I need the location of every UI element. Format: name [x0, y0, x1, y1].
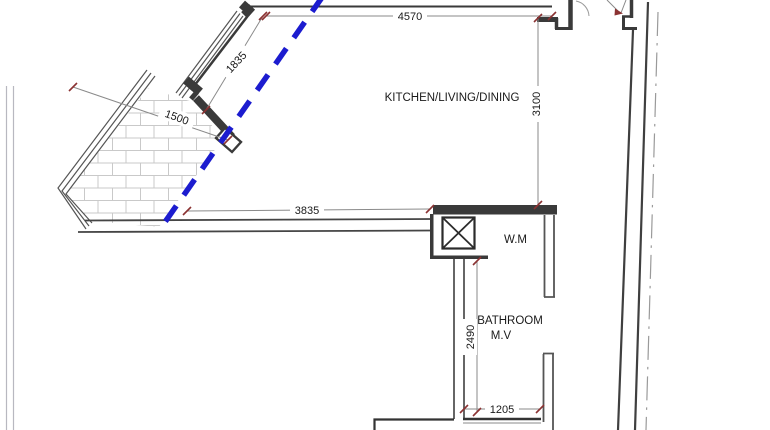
dim-3100-label: 3100	[531, 92, 543, 116]
dim-3835-label: 3835	[295, 205, 319, 217]
wm-label: W.M	[504, 234, 527, 246]
duct-shaft-symbol	[441, 216, 476, 250]
right-wall-centerline	[645, 11, 659, 430]
balcony-brick-hatch	[66, 88, 222, 227]
sheet-margin-lines	[5, 86, 15, 430]
kitchen-bottom-wall	[77, 218, 434, 233]
kitchen-label: KITCHEN/LIVING/DINING	[385, 92, 520, 104]
bathroom-walls	[373, 215, 555, 430]
door-swing-arc	[575, 0, 590, 17]
dimension-ticks	[68, 11, 557, 417]
right-exterior-wall	[616, 1, 650, 430]
mv-label: M.V	[491, 330, 512, 342]
dim-2490-label: 2490	[465, 325, 477, 349]
wm-shaft-walls	[430, 205, 557, 259]
entry-door-jamb-left	[537, 0, 573, 30]
entry-door-jamb-right	[622, 0, 637, 30]
dim-1205-label: 1205	[490, 404, 514, 416]
balcony-railing-lines	[57, 69, 156, 230]
leader-arrow	[614, 8, 623, 16]
dim-1500-line	[72, 86, 229, 141]
blue-dashed-line	[155, 0, 324, 234]
bathroom-label: BATHROOM	[477, 315, 543, 327]
top-wall-corner	[241, 4, 255, 18]
dim-4570-label: 4570	[398, 11, 422, 23]
